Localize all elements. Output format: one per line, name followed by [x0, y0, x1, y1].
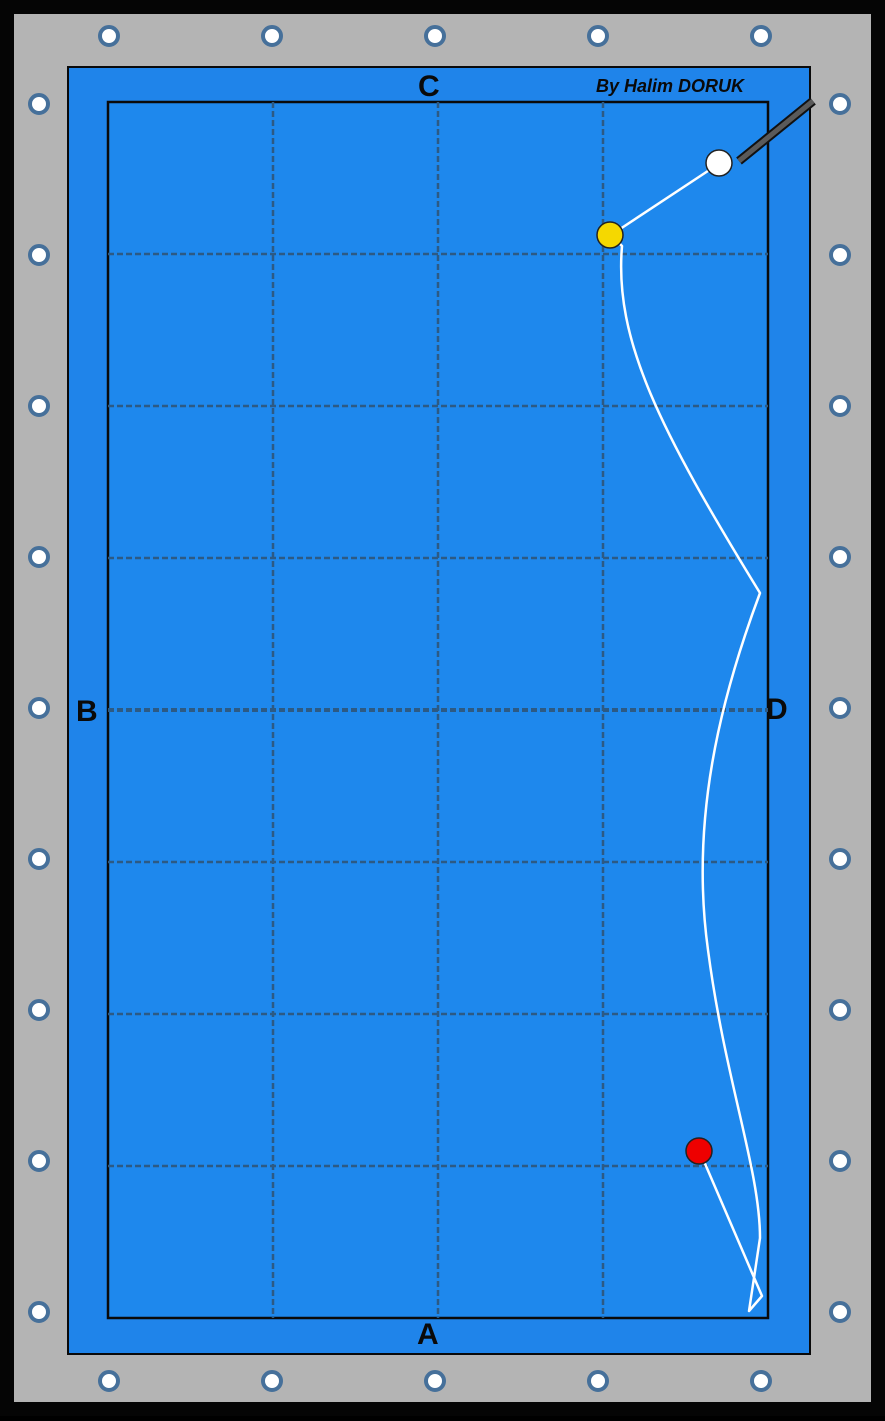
diamond-marker: [426, 27, 444, 45]
diamond-marker: [30, 1303, 48, 1321]
diamond-marker: [263, 1372, 281, 1390]
diamond-marker: [831, 1303, 849, 1321]
cushion-label-left: B: [76, 697, 98, 727]
diamond-marker: [100, 1372, 118, 1390]
object-ball-red: [686, 1138, 712, 1164]
diamond-marker: [831, 246, 849, 264]
diamond-marker: [752, 27, 770, 45]
cue-ball-white: [706, 150, 732, 176]
diamond-marker: [831, 95, 849, 113]
diamond-marker: [831, 1001, 849, 1019]
diamond-marker: [30, 95, 48, 113]
diamond-marker: [30, 548, 48, 566]
object-ball-yellow: [597, 222, 623, 248]
diamond-marker: [589, 1372, 607, 1390]
diamond-marker: [30, 850, 48, 868]
diamond-marker: [30, 397, 48, 415]
diamond-marker: [831, 548, 849, 566]
diamond-marker: [426, 1372, 444, 1390]
cushion-label-top: C: [418, 72, 440, 102]
diamond-marker: [30, 1152, 48, 1170]
diamond-marker: [30, 246, 48, 264]
diamond-marker: [831, 850, 849, 868]
diamond-marker: [100, 27, 118, 45]
diamond-marker: [30, 699, 48, 717]
cushion-label-bottom: A: [417, 1320, 439, 1350]
cushion-label-right: D: [766, 695, 788, 725]
diamond-marker: [831, 699, 849, 717]
diamond-marker: [831, 397, 849, 415]
author-credit: By Halim DORUK: [596, 76, 744, 96]
diamond-marker: [752, 1372, 770, 1390]
diamond-marker: [263, 27, 281, 45]
diamond-marker: [831, 1152, 849, 1170]
diamond-marker: [30, 1001, 48, 1019]
diamond-marker: [589, 27, 607, 45]
